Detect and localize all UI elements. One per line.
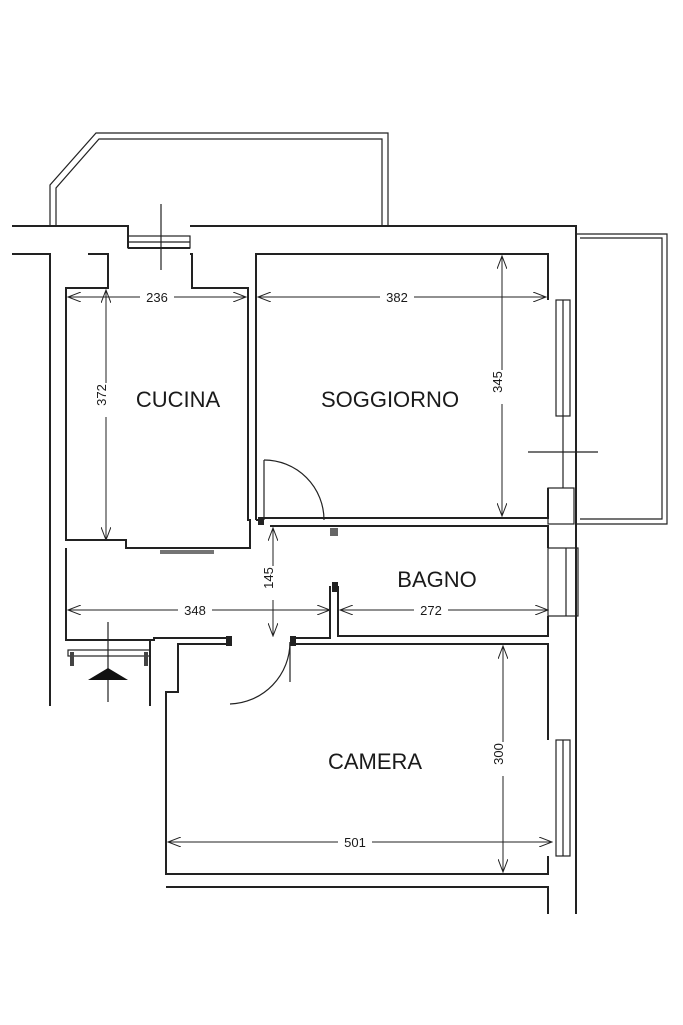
dim-label-soggiorno-width: 382 xyxy=(386,290,408,305)
outer-walls xyxy=(12,225,577,914)
kitchen-window xyxy=(127,204,191,270)
dim-label-camera-height: 300 xyxy=(491,743,506,765)
balcony-top xyxy=(49,132,389,226)
room-label-bagno: BAGNO xyxy=(397,567,476,592)
living-door xyxy=(258,459,338,536)
dim-label-corridor-height: 145 xyxy=(261,567,276,589)
dimension-lines xyxy=(68,256,552,872)
room-label-cucina: CUCINA xyxy=(136,387,221,412)
dimension-label-backgrounds xyxy=(98,289,511,850)
dim-label-cucina-height: 372 xyxy=(94,384,109,406)
left-railing xyxy=(67,622,151,706)
dim-label-bagno-width: 272 xyxy=(420,603,442,618)
dim-label-corridor-width: 348 xyxy=(184,603,206,618)
dim-label-cucina-width: 236 xyxy=(146,290,168,305)
balcony-right xyxy=(576,233,668,525)
dim-label-soggiorno-height: 345 xyxy=(490,371,505,393)
corridor-walls xyxy=(65,525,579,641)
room-label-soggiorno: SOGGIORNO xyxy=(321,387,459,412)
dim-label-camera-width: 501 xyxy=(344,835,366,850)
room-label-camera: CAMERA xyxy=(328,749,422,774)
living-walls xyxy=(255,253,598,525)
camera-walls xyxy=(165,643,571,875)
camera-door xyxy=(226,636,296,705)
